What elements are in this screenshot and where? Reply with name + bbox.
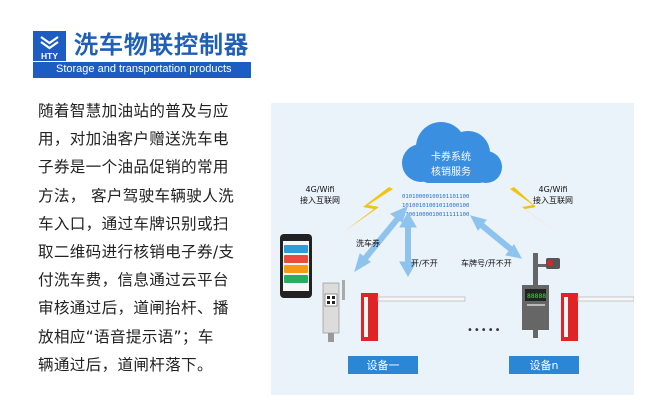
ellipsis-dots: •••••: [467, 325, 502, 336]
hty-logo: HTY: [33, 31, 66, 61]
device-n-label: 设备n: [530, 358, 559, 372]
logo-text: HTY: [41, 51, 58, 61]
device-one-label: 设备一: [367, 358, 400, 372]
binary-line: 10100101001011000100: [402, 203, 469, 209]
coupon-label: 洗车券: [356, 238, 380, 248]
cloud-label-line2: 核销服务: [431, 165, 471, 178]
page-title: 洗车物联控制器: [74, 31, 249, 59]
coupon-arrow: [354, 206, 408, 273]
left-network-label-line1: 4G/Wifi: [306, 185, 335, 194]
open-close-label: 开/不开: [411, 259, 438, 268]
svg-text:88888: 88888: [527, 293, 546, 300]
description-line: 辆通过后，道闸杆落下。: [38, 355, 213, 374]
smartphone-icon: [280, 234, 312, 298]
barrier-gate-icon: [561, 293, 634, 341]
description-text: 随着智慧加油站的普及与应 用，对加油客户赠送洗车电 子券是一个油品促销的常用 方…: [38, 97, 253, 379]
binary-line: 01010000100101101100: [402, 194, 469, 200]
right-network-label-line1: 4G/Wifi: [539, 185, 568, 194]
description-line: 审核通过后，道闸抬杆、播: [38, 299, 229, 318]
plate-arrow: [470, 215, 522, 259]
description-line: 子券是一个油品促销的常用: [38, 158, 229, 177]
page-subtitle: Storage and transportation products: [56, 63, 232, 75]
barrier-gate-icon: [361, 293, 466, 341]
description-line: 用，对加油客户赠送洗车电: [38, 130, 229, 149]
lightning-icon: [345, 187, 393, 231]
description-line: 方法， 客户驾驶车辆驶人洗: [38, 186, 234, 205]
left-network-label-line2: 接入互联网: [300, 195, 340, 205]
system-diagram: 卡券系统 核销服务 01010000100101101100 101001010…: [271, 103, 634, 395]
subtitle-bar: [33, 62, 251, 78]
plate-camera-icon: 88888: [522, 253, 560, 338]
binary-line: 01001000010011111100: [402, 212, 469, 218]
description-line: 随着智慧加油站的普及与应: [38, 102, 229, 120]
device-n-label-box: [509, 356, 579, 374]
cloud-icon: [402, 122, 502, 183]
lightning-icon: [510, 187, 556, 232]
description-line: 付洗车费，信息通过云平台: [38, 271, 229, 290]
description-line: 放相应“语音提示语”；车: [38, 327, 214, 346]
right-network-label-line2: 接入互联网: [533, 195, 573, 205]
open-close-arrow: [399, 211, 417, 278]
plate-label: 车牌号/开不开: [461, 258, 512, 268]
device-one-label-box: [348, 356, 418, 374]
kiosk-terminal-icon: [322, 280, 345, 342]
description-line: 取二维码进行核销电子券/支: [38, 243, 235, 262]
description-line: 车入口，通过车牌识别或扫: [38, 214, 229, 233]
cloud-label-line1: 卡券系统: [431, 150, 471, 163]
